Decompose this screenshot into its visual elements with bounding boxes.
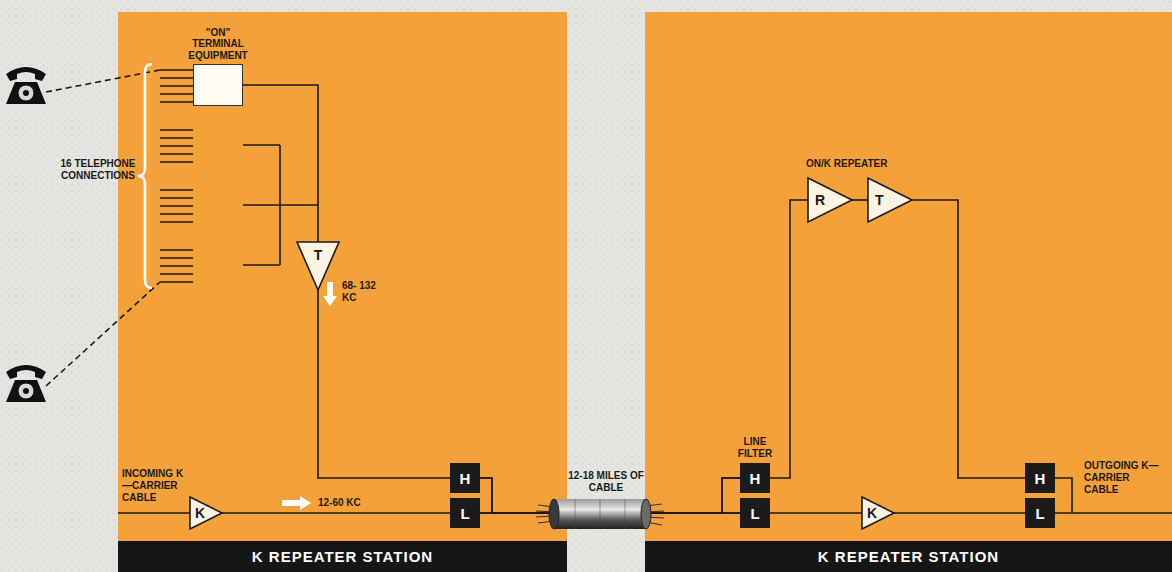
stub-line	[160, 249, 193, 250]
outgoing-wire	[1055, 478, 1172, 513]
box-letter: T	[314, 248, 323, 262]
triangle-shape	[868, 178, 912, 222]
signal-wire	[318, 290, 450, 478]
cable-band	[575, 499, 576, 529]
signal-wire	[852, 199, 868, 201]
signal-wire	[243, 85, 318, 242]
stub-line	[160, 77, 193, 78]
dial-center	[23, 90, 29, 96]
stub-line	[160, 257, 193, 258]
phone-body	[6, 82, 46, 104]
dashed-lead	[46, 70, 160, 92]
stub-line	[160, 197, 193, 198]
frequency-label: 68- 132 KC	[342, 280, 382, 304]
terminal-equipment-box: "ON" TERMINAL EQUIPMENT	[193, 64, 243, 106]
stub-line	[160, 161, 193, 162]
direction-arrow	[282, 496, 311, 510]
cable-body	[554, 499, 646, 529]
incoming-wire	[118, 512, 190, 514]
box-heading: LINE FILTER	[733, 436, 777, 459]
direction-arrow	[323, 282, 337, 306]
cable-end	[641, 499, 651, 529]
box-letter: K	[862, 506, 877, 520]
filter-box: H	[1025, 463, 1055, 493]
dashed-lead	[46, 282, 160, 386]
stub-line	[160, 281, 193, 282]
cable-label: INCOMING K—CARRIER CABLE	[122, 468, 188, 504]
station-title: K REPEATER STATION	[818, 548, 999, 565]
filter-box: L	[740, 498, 770, 528]
dial	[18, 383, 34, 399]
triangle-outline	[190, 497, 222, 529]
cable-band	[600, 499, 601, 529]
brace	[138, 64, 152, 288]
filter-box: H	[450, 463, 480, 493]
signal-wire	[770, 512, 862, 514]
stub-line	[160, 221, 193, 222]
station-title: K REPEATER STATION	[252, 548, 433, 565]
stub-line	[160, 145, 193, 146]
signal-wire	[770, 200, 808, 478]
stub-line	[160, 265, 193, 266]
amplifier-triangle: K	[190, 497, 222, 529]
box-letter: T	[868, 193, 884, 207]
signal-wire	[912, 200, 1025, 478]
repeater-label: ON/K REPEATER	[806, 158, 916, 170]
cable-band	[625, 499, 626, 529]
station-bar: K REPEATER STATION	[645, 541, 1172, 572]
dial	[18, 85, 34, 101]
station-bar: K REPEATER STATION	[118, 541, 567, 572]
box-letter: R	[808, 193, 825, 207]
filter-box: L	[450, 498, 480, 528]
box-letter: L	[460, 506, 469, 521]
box-heading: "ON" TERMINAL EQUIPMENT	[181, 27, 255, 62]
frequency-label: 12-60 KC	[318, 497, 378, 509]
stub-line	[160, 129, 193, 130]
triangle-outline	[862, 497, 894, 529]
handset	[6, 67, 46, 81]
dial-center	[23, 388, 29, 394]
box-letter: H	[1035, 471, 1046, 486]
triangle-outline	[868, 178, 912, 222]
signal-wire	[894, 512, 1025, 514]
box-letter: H	[750, 471, 761, 486]
triangle-outline	[808, 178, 852, 222]
cable-label: 12-18 MILES OF CABLE	[566, 470, 646, 494]
handset	[6, 365, 46, 379]
telephone-icon	[6, 67, 46, 104]
triangle-shape	[808, 178, 852, 222]
stub-line	[160, 137, 193, 138]
cable-drawing	[536, 499, 664, 529]
stub-line	[160, 93, 193, 94]
stub-line	[160, 273, 193, 274]
bus-wire	[243, 145, 318, 265]
telephone-icon	[6, 365, 46, 402]
signal-wire	[222, 512, 450, 514]
amplifier-triangle: T	[868, 178, 912, 222]
stub-line	[160, 101, 193, 102]
amplifier-triangle: T	[297, 242, 339, 290]
cable-end	[549, 499, 559, 529]
amplifier-triangle: R	[808, 178, 852, 222]
connection-stubs	[160, 70, 193, 282]
box-letter: H	[460, 471, 471, 486]
stub-line	[160, 213, 193, 214]
stub-line	[160, 189, 193, 190]
box-letter: K	[190, 506, 205, 520]
box-letter: L	[750, 506, 759, 521]
filter-box: LINE FILTERH	[740, 463, 770, 493]
triangle-shape	[862, 497, 894, 529]
box-letter: L	[1035, 506, 1044, 521]
stub-line	[160, 85, 193, 86]
stub-line	[160, 205, 193, 206]
stub-line	[160, 69, 193, 70]
cable-label: OUTGOING K—CARRIER CABLE	[1084, 460, 1164, 496]
count-label: 16 TELEPHONE CONNECTIONS	[60, 158, 136, 182]
phone-body	[6, 380, 46, 402]
stub-line	[160, 153, 193, 154]
filter-box: L	[1025, 498, 1055, 528]
triangle-shape	[190, 497, 222, 529]
amplifier-triangle: K	[862, 497, 894, 529]
